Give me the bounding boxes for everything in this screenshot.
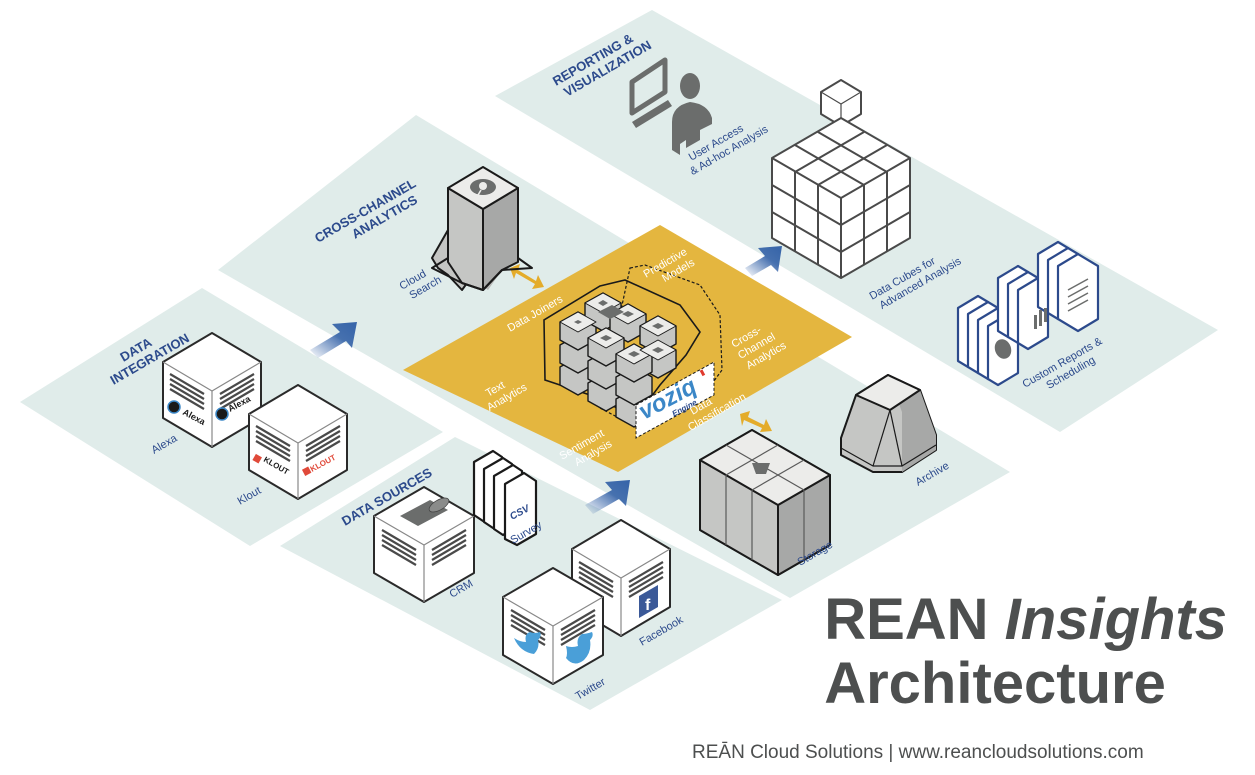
title-line-1: REAN Insights: [824, 588, 1227, 652]
title-brand: REAN: [824, 587, 989, 652]
cloud-search-icon: [431, 166, 533, 291]
storage-bucket-glyph: [752, 463, 770, 474]
report-bar-glyph: [1034, 308, 1047, 329]
klout-server-icon: [248, 384, 348, 500]
crm-server-icon: [373, 486, 475, 603]
flow-arrow-engine-to-reporting: [745, 246, 782, 276]
storage-icon: [699, 429, 831, 576]
title-product: Insights: [1004, 587, 1227, 652]
title-line-2: Architecture: [824, 651, 1166, 716]
twitter-logo-left: [514, 632, 541, 654]
page-title: REAN Insights Architecture: [824, 588, 1227, 716]
custom-reports-icon: [956, 240, 1100, 387]
database-glyph: [400, 497, 450, 526]
flow-arrow-integration-to-cross: [310, 322, 357, 358]
svg-text:f: f: [645, 597, 651, 614]
cloud-search-glyph: [470, 179, 496, 196]
engine-boundary: [543, 264, 723, 429]
alexa-server-icon: [162, 332, 262, 448]
double-arrow-cloud-engine: [510, 264, 544, 289]
twitter-logo-right: [566, 632, 593, 664]
facebook-logo: f: [639, 585, 658, 618]
report-pie-glyph: [994, 339, 1012, 359]
user-access-icon: [629, 57, 712, 155]
double-arrow-engine-storage: [740, 411, 772, 432]
survey-docs-icon: [472, 449, 538, 547]
data-cubes-icon: [771, 79, 911, 279]
company-footer: REĀN Cloud Solutions | www.reancloudsolu…: [692, 742, 1144, 763]
flow-arrow-sources-to-storage: [585, 480, 630, 514]
engine-cube-cluster: [559, 292, 677, 428]
report-list-glyph: [1067, 278, 1089, 312]
archive-icon: [840, 374, 937, 473]
